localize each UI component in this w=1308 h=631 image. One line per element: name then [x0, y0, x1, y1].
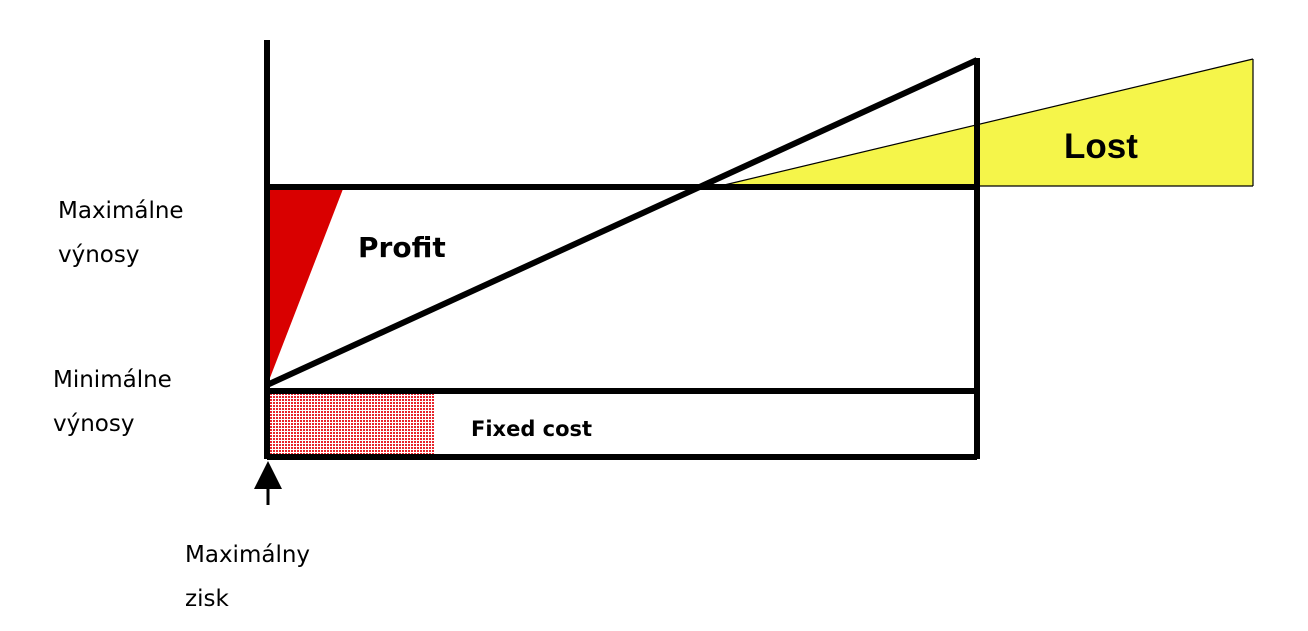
max-revenue-label-line-1: Maximálne	[58, 198, 184, 224]
fixed-cost-label: Fixed cost	[471, 417, 592, 441]
max-profit-label: Maximálny zisk	[185, 533, 310, 621]
arrow-up-icon	[254, 461, 282, 505]
profit-label: Profit	[358, 231, 446, 264]
fixed-cost-area	[270, 394, 435, 455]
profit-wedge	[268, 189, 343, 383]
max-revenue-label-line-2: výnosy	[58, 242, 140, 268]
min-revenue-label: Minimálne výnosy	[53, 358, 172, 446]
max-revenue-label: Maximálne výnosy	[58, 189, 184, 277]
lost-label: Lost	[1064, 127, 1138, 166]
max-profit-label-line-1: Maximálny	[185, 542, 311, 568]
max-profit-label-line-2: zisk	[185, 586, 229, 612]
revenue-diagonal	[265, 57, 979, 388]
min-revenue-label-line-2: výnosy	[53, 411, 135, 437]
min-revenue-label-line-1: Minimálne	[53, 367, 172, 393]
lost-area-outline-top	[719, 58, 1254, 187]
